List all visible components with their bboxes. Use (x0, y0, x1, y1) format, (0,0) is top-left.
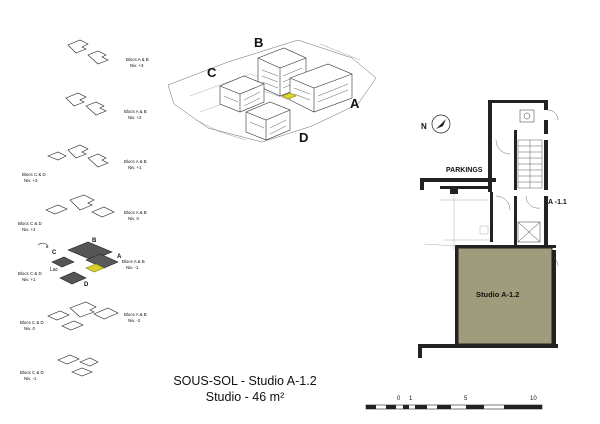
floor-plan: N (418, 100, 567, 358)
stack-labels: Blocs A & B Niv. +3 Blocs A & B Niv. +2 … (18, 57, 149, 381)
stack-cd-label: Blocs C & D (20, 370, 44, 375)
aerial-letter-b: B (254, 35, 263, 50)
aerial-letter-c: C (207, 65, 217, 80)
stack-letter-a: A (117, 254, 122, 260)
stack-ab-label: Blocs A & B (124, 109, 147, 114)
stack-ab-level: Niv. +1 (128, 165, 142, 170)
level-slab (67, 39, 109, 65)
stack-ab-level: Niv. 0 (128, 216, 139, 221)
stack-ab-label: Blocs A & B (124, 210, 147, 215)
aerial-view (167, 39, 377, 143)
door-swings (495, 109, 559, 267)
elevator-shaft (517, 221, 541, 243)
parkings-label: PARKINGS (446, 167, 483, 174)
scale-label-1: 1 (409, 396, 413, 402)
plan-subtitle: Studio - 46 m² (205, 390, 285, 404)
stack-ab-label: Blocs A & B (124, 312, 147, 317)
level-stack (37, 39, 119, 377)
scale-label-5: 5 (464, 396, 468, 402)
stack-letter-c: C (52, 250, 57, 256)
stack-letter-d: D (84, 282, 89, 288)
stack-ab-label: Blocs A & B (122, 259, 145, 264)
stack-letter-b: B (92, 238, 97, 244)
stack-ab-label: Blocs A & B (126, 57, 149, 62)
stack-cd-level: Niv. +3 (24, 178, 38, 183)
stack-cd-label: Blocs C & D (18, 221, 42, 226)
scale-label-10: 10 (530, 396, 537, 402)
stack-ab-level: Niv. -2 (128, 318, 141, 323)
level-slab (47, 301, 119, 331)
scale-label-0: 0 (397, 396, 401, 402)
stack-ab-level: Niv. +3 (130, 63, 144, 68)
compass-north: N (421, 122, 427, 131)
stack-cd-label: Blocs C & D (20, 320, 44, 325)
studio-a-1-2 (457, 247, 553, 345)
aerial-letter-a: A (350, 96, 360, 111)
stack-cd-label: Blocs C & D (18, 271, 42, 276)
unit-a-1-1-label: A -1.1 (548, 199, 567, 206)
level-slab-highlighted (37, 241, 119, 285)
stack-cd-level: Niv. -1 (24, 376, 37, 381)
stack-cd-level: Niv. +1 (22, 277, 36, 282)
stack-cd-level: Niv. 0 (24, 326, 35, 331)
plan-title: SOUS-SOL - Studio A-1.2 (173, 374, 317, 388)
stack-ab-label: Blocs A & B (124, 159, 147, 164)
wall-structure (418, 100, 558, 358)
level-slab (47, 144, 109, 168)
stack-label-lac: Lac (50, 267, 59, 273)
level-slab (57, 354, 99, 377)
level-slab (45, 194, 115, 218)
parking-area (423, 194, 490, 250)
aerial-letter-d: D (299, 130, 308, 145)
level-slab (65, 92, 107, 116)
sanitary-fixture (519, 109, 535, 123)
scale-bar: 0 1 5 10 (365, 396, 543, 410)
stack-ab-level: Niv. -1 (126, 265, 139, 270)
staircase (517, 139, 543, 189)
compass-icon: N (421, 114, 451, 134)
stack-cd-level: Niv. +2 (22, 227, 36, 232)
stack-ab-level: Niv. +2 (128, 115, 142, 120)
aerial-labels: B C A D (207, 35, 360, 145)
stack-cd-label: Blocs C & D (22, 172, 46, 177)
studio-label: Studio A-1.2 (476, 290, 519, 299)
